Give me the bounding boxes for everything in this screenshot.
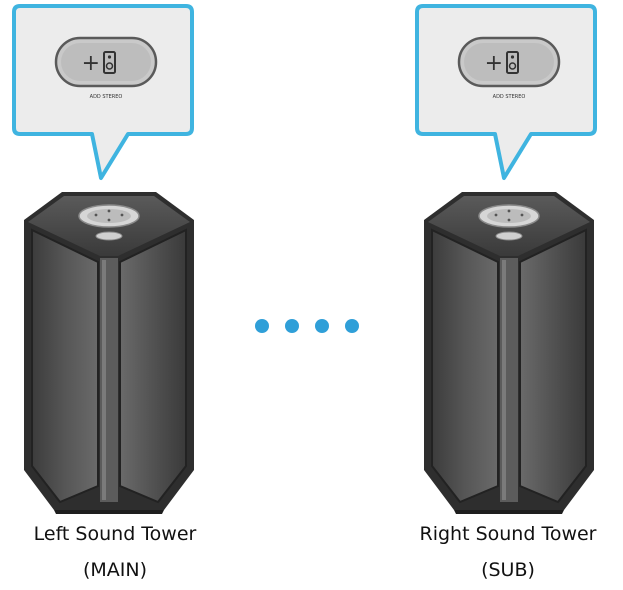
top-control-panel <box>478 204 540 241</box>
left-sound-tower <box>14 180 204 515</box>
right-tower-role: (SUB) <box>481 559 535 581</box>
right-tower-name: Right Sound Tower <box>419 523 597 545</box>
right-sound-tower <box>414 180 604 515</box>
wireless-connection-dots <box>248 312 368 340</box>
add-stereo-label: ADD STEREO <box>90 94 123 100</box>
right-tower-caption: Right Sound Tower (SUB) <box>393 516 623 588</box>
plus-speaker-icon: + <box>82 51 116 76</box>
svg-text:+: + <box>485 51 503 76</box>
top-control-panel <box>78 204 140 241</box>
add-stereo-button[interactable]: + <box>54 36 158 88</box>
left-tower-name: Left Sound Tower <box>33 523 197 545</box>
right-callout: + ADD STEREO <box>411 0 611 190</box>
add-stereo-label: ADD STEREO <box>493 94 526 100</box>
left-callout: + ADD STEREO <box>8 0 208 190</box>
left-tower-caption: Left Sound Tower (MAIN) <box>0 516 230 588</box>
svg-text:+: + <box>82 51 100 76</box>
add-stereo-button[interactable]: + <box>457 36 561 88</box>
left-tower-role: (MAIN) <box>82 559 148 581</box>
plus-speaker-icon: + <box>485 51 519 76</box>
